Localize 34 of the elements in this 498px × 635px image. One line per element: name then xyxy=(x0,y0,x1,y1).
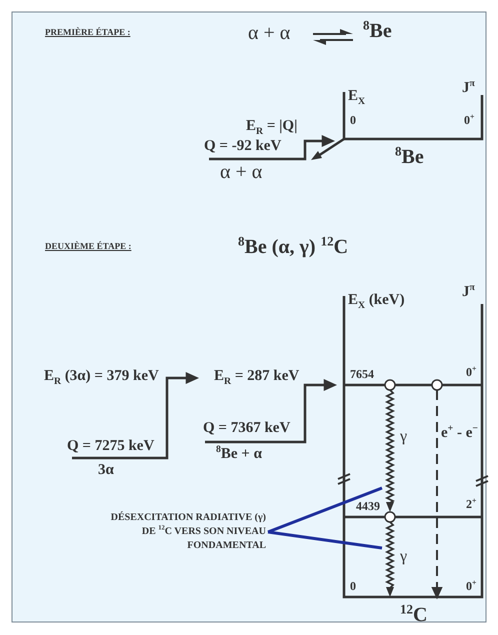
q-value: Q = 7367 keV xyxy=(203,420,290,436)
level-energy: 7654 xyxy=(350,368,374,382)
reaction-equation: α + α xyxy=(248,22,290,44)
axis-label: J$^{π}$ xyxy=(462,284,475,300)
axis-label: J$^{π}$ xyxy=(462,80,475,96)
step-heading: DEUXIÈME ÉTAPE : xyxy=(45,242,132,252)
spin-parity: 0$^{+}$ xyxy=(466,366,476,380)
gamma-label: γ xyxy=(400,548,408,566)
spin-parity: 0$^{+}$ xyxy=(464,114,474,128)
q-value: Q = 7275 keV xyxy=(67,438,154,454)
level-energy: 4439 xyxy=(356,500,380,514)
decay-label: e$^{+}$ - e$^{−}$ xyxy=(441,425,478,442)
leader-line xyxy=(268,530,382,550)
nucleus-label: $^{8}$Be xyxy=(395,146,424,168)
axis-label: E$_{X}$ (keV) xyxy=(348,292,405,308)
callout-text: DÉSEXCITATION RADIATIVE (γ) DE $^{12}$C VERS SON NIVEAU FONDAMENTAL xyxy=(96,511,266,553)
q-value: Q = -92 keV xyxy=(204,138,282,154)
nucleus-label: $^{8}$Be xyxy=(363,20,392,42)
resonance-energy: E$_{R}$ = 287 keV xyxy=(214,368,300,384)
level-energy: 0 xyxy=(350,114,356,128)
channel-label: $^{8}$Be + α xyxy=(216,446,262,462)
spin-parity: 0$^{+}$ xyxy=(466,580,476,594)
spin-parity: 2$^{+}$ xyxy=(466,498,476,512)
resonance-energy: E$_{R}$ = |Q| xyxy=(246,118,298,134)
reaction-equation: $^{8}$Be (α, γ) $^{12}$C xyxy=(238,236,348,258)
resonance-energy: E$_{R}$ (3α) = 379 keV xyxy=(44,368,159,384)
gamma-label: γ xyxy=(400,428,408,446)
axis-label: E$_{X}$ xyxy=(348,88,366,104)
level-energy: 0 xyxy=(350,580,356,594)
step-heading: PREMIÈRE ÉTAPE : xyxy=(45,28,130,38)
nucleus-label: $^{12}$C xyxy=(400,604,428,626)
leader-line xyxy=(267,486,383,534)
channel-label: α + α xyxy=(220,161,262,183)
channel-label: 3α xyxy=(98,462,114,478)
